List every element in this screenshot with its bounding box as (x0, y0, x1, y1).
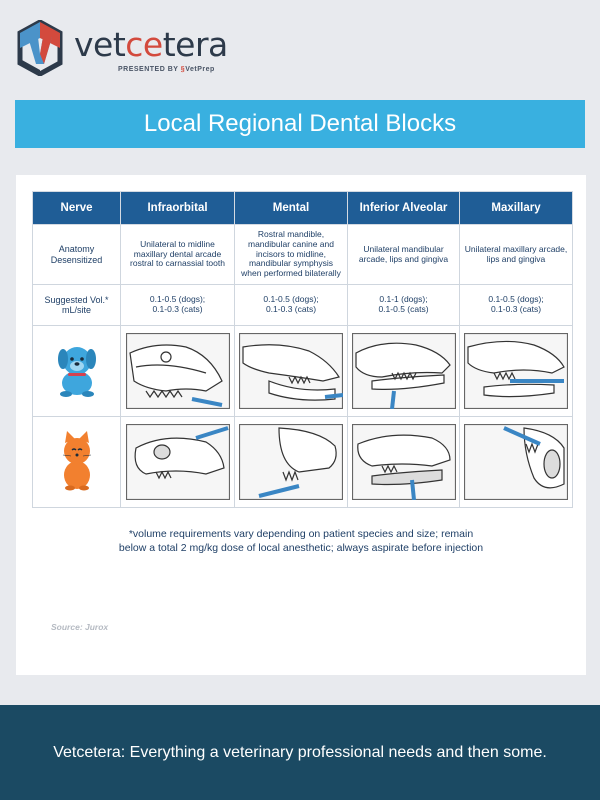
table-cell: 0.1-1 (dogs);0.1-0.5 (cats) (347, 284, 460, 326)
table-cell: Rostral mandible, mandibular canine and … (234, 224, 348, 285)
presented-by: PRESENTED BY §VetPrep (118, 66, 215, 73)
row-header: Anatomy Desensitized (32, 224, 121, 285)
maxillary-dog-image (459, 325, 573, 417)
vetcetera-hexagon-icon (17, 20, 63, 76)
volume-footnote: *volume requirements vary depending on p… (118, 528, 484, 555)
row-header (32, 416, 121, 508)
row-header: Suggested Vol.* mL/site (32, 284, 121, 326)
column-header: Inferior Alveolar (347, 191, 460, 225)
dental-blocks-table: Nerve Infraorbital Mental Inferior Alveo… (32, 191, 573, 508)
row-header (32, 325, 121, 417)
column-header: Maxillary (459, 191, 573, 225)
table-row (32, 325, 573, 417)
table-cell: Unilateral mandibular arcade, lips and g… (347, 224, 460, 285)
inferior-alveolar-dog-image (347, 325, 460, 417)
page-title: Local Regional Dental Blocks (15, 100, 585, 148)
maxillary-cat-image (459, 416, 573, 508)
table-cell: Unilateral maxillary arcade, lips and gi… (459, 224, 573, 285)
table-cell: Unilateral to midline maxillary dental a… (120, 224, 235, 285)
dog-icon (57, 346, 96, 397)
column-header: Infraorbital (120, 191, 235, 225)
table-cell: 0.1-0.5 (dogs);0.1-0.3 (cats) (234, 284, 348, 326)
brand-logo[interactable]: vetcetera PRESENTED BY §VetPrep (16, 20, 236, 82)
mental-cat-image (234, 416, 348, 508)
table-row: Suggested Vol.* mL/site 0.1-0.5 (dogs);0… (32, 284, 573, 326)
column-header: Nerve (32, 191, 121, 225)
source-credit: Source: Jurox (51, 622, 109, 632)
infraorbital-dog-image (120, 325, 235, 417)
mental-dog-image (234, 325, 348, 417)
column-header: Mental (234, 191, 348, 225)
inferior-alveolar-cat-image (347, 416, 460, 508)
table-cell: 0.1-0.5 (dogs);0.1-0.3 (cats) (459, 284, 573, 326)
table-row (32, 416, 573, 508)
content-card: Nerve Infraorbital Mental Inferior Alveo… (16, 175, 586, 675)
footer-tagline: Vetcetera: Everything a veterinary profe… (0, 705, 600, 800)
vetprep-logo-icon: § (180, 66, 186, 73)
table-header-row: Nerve Infraorbital Mental Inferior Alveo… (32, 191, 573, 225)
table-cell: 0.1-0.5 (dogs);0.1-0.3 (cats) (120, 284, 235, 326)
infraorbital-cat-image (120, 416, 235, 508)
table-row: Anatomy Desensitized Unilateral to midli… (32, 224, 573, 285)
brand-name: vetcetera (74, 25, 228, 64)
cat-icon (62, 430, 91, 491)
